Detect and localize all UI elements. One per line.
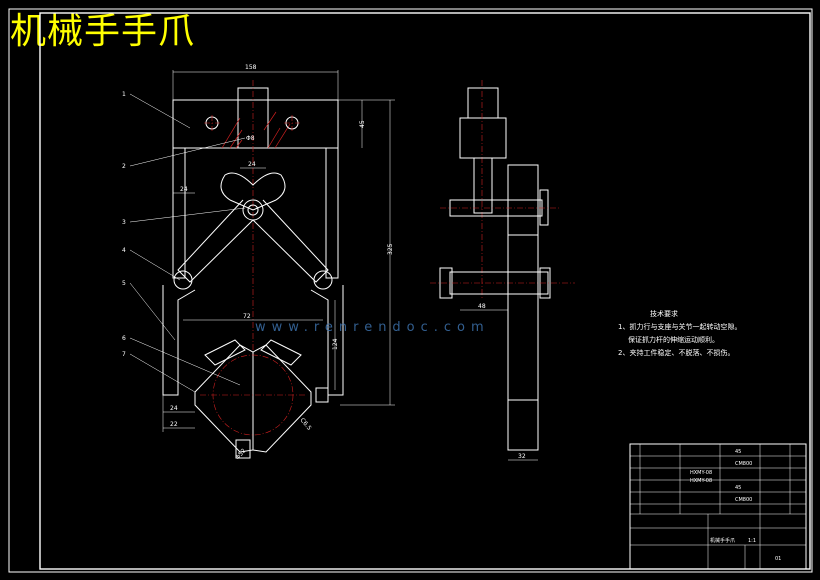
tb-r1: 45 [735,449,741,455]
tb-r2: CM800 [735,461,752,467]
notes-heading: 技术要求 [650,310,678,318]
left-jaw [194,344,254,453]
tb-r3a: HXMY-08 [690,470,712,476]
side-plate-lower [507,235,539,451]
notes-line1b: 保证抓力杆的伸缩运动顺利。 [628,336,719,344]
notes-line2: 2、夹持工件稳定、不脱落、不损伤。 [618,349,735,357]
notes-line1: 1、抓力行与支座与关节一起转动空隙。 [618,323,742,331]
top-block [172,99,339,149]
part-no-1: 1 [122,91,126,98]
dim-hole: Φ8 [246,135,255,142]
outer-frame [8,8,813,573]
dim-side-width: 48 [478,303,486,310]
dim-top-block: 45 [359,120,366,128]
right-arm [252,199,329,283]
dim-side-bottom: 32 [518,453,526,460]
dim-diag2: C6.5 [298,417,312,432]
dim-height: 325 [387,243,394,255]
part-no-3: 3 [122,219,126,226]
tb-r5: CM800 [735,497,752,503]
dim-bottom-left2: 22 [170,421,178,428]
technical-notes: 技术要求 1、抓力行与支座与关节一起转动空隙。 保证抓力杆的伸缩运动顺利。 2、… [618,308,741,360]
dim-jaw-depth: 124 [332,338,339,350]
tb-r4: 45 [735,485,741,491]
title-block [629,443,807,570]
right-jaw [252,344,312,453]
cam-link [220,172,286,211]
dim-jaw-spread: 72 [243,313,251,320]
left-arm [177,199,254,283]
watermark-text: www.renrendoc.com [255,320,490,335]
part-no-7: 7 [122,351,126,358]
tb-sheet: 01 [775,556,781,562]
part-no-6: 6 [122,335,126,342]
part-no-5: 5 [122,280,126,287]
dim-bottom-left: 24 [170,405,178,412]
part-no-4: 4 [122,247,126,254]
side-view [430,80,575,461]
tb-scale: 1:1 [748,538,756,544]
dim-hub-width: 24 [248,161,256,168]
tb-r3b: HXMY-08 [690,478,712,484]
hatching [221,111,291,149]
tb-project: 机械手手爪 [710,537,735,544]
inner-frame [39,12,811,570]
dim-overall-width: 158 [245,64,257,71]
front-view [129,70,395,459]
dim-arm-offset: 24 [180,186,188,193]
part-no-2: 2 [122,163,126,170]
